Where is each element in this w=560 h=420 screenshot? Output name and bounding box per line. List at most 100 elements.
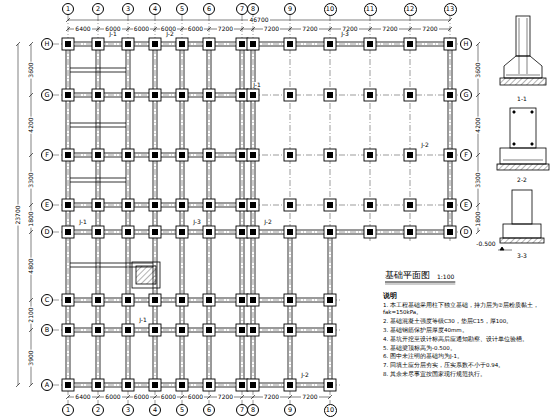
column-section — [407, 41, 413, 47]
foundation-beam — [130, 211, 131, 226]
foundation-beam — [74, 234, 92, 235]
foundation-beam — [157, 238, 158, 294]
axis-bubble: 9 — [284, 3, 296, 15]
footing-pad — [444, 89, 456, 101]
section-2-2 — [497, 108, 549, 170]
column-section — [327, 92, 333, 98]
foundation-beam — [211, 306, 212, 324]
foundation-beam — [157, 336, 158, 379]
foundation-beam — [215, 302, 236, 303]
dimension-tick — [476, 153, 480, 157]
column-section — [95, 229, 101, 235]
foundation-beam — [255, 101, 256, 149]
dimension-tick — [29, 298, 33, 302]
axis-bubble: 10 — [324, 3, 337, 16]
axis-bubble: 9 — [284, 404, 296, 416]
foundation-beam — [70, 127, 126, 128]
dimension-tick — [448, 27, 452, 31]
axis-bubble: G — [41, 89, 53, 101]
column-section — [367, 229, 373, 235]
foundation-beam — [126, 238, 127, 294]
foundation-beam — [104, 153, 122, 154]
axis-number: 10 — [326, 6, 334, 13]
foundation-beam — [96, 211, 97, 226]
note-line: 6. 图中未注明的基础均为J-1。 — [383, 353, 555, 360]
foundation-beam — [376, 234, 404, 235]
foundation-beam — [188, 234, 203, 235]
column-section — [287, 382, 293, 388]
foundation-beam — [211, 101, 212, 149]
foundation-beam — [184, 211, 185, 226]
footing-tag: J-2 — [420, 142, 430, 148]
axis-number: 5 — [180, 6, 184, 13]
footing-pad — [122, 324, 134, 336]
foundation-beam — [180, 306, 181, 324]
footing-pad — [149, 149, 161, 161]
column-section — [327, 152, 333, 158]
column-section — [95, 202, 101, 208]
foundation-beam — [211, 211, 212, 226]
drawing-title: 基础平面图 — [385, 271, 430, 280]
axis-number: E — [464, 202, 468, 209]
foundation-beam — [96, 238, 97, 294]
column-section — [152, 41, 158, 47]
foundation-beam — [161, 383, 176, 384]
foundation-beam — [215, 383, 236, 384]
footing-pad — [364, 226, 376, 238]
foundation-beam — [134, 153, 149, 154]
dimension-text: 7200 — [421, 26, 438, 32]
axis-bubble: 12 — [404, 3, 417, 16]
column-section — [407, 202, 413, 208]
notes-block: 说明1. 本工程基础采用柱下独立基础，持力层为②层粉质黏土，fak=150kPa… — [383, 292, 555, 378]
column-section — [327, 382, 333, 388]
foundation-beam — [180, 50, 181, 89]
footing-pad — [247, 199, 259, 211]
foundation-beam — [207, 101, 208, 149]
foundation-beam — [100, 211, 101, 226]
column-section — [206, 202, 212, 208]
footing-pad — [324, 294, 336, 306]
axis-number: 6 — [207, 6, 211, 13]
axis-bubble: E — [460, 199, 472, 211]
footing-pad — [203, 38, 215, 50]
foundation-beam — [96, 50, 97, 89]
foundation-beam — [104, 302, 122, 303]
column-section — [152, 327, 158, 333]
foundation-beam — [74, 328, 92, 329]
foundation-beam — [161, 203, 176, 204]
foundation-beam — [70, 50, 71, 89]
axis-number: C — [45, 297, 50, 304]
axis-number: 9 — [288, 6, 292, 13]
column-section — [367, 202, 373, 208]
footing-pad — [324, 324, 336, 336]
foundation-beam — [66, 50, 67, 89]
foundation-beam — [288, 238, 289, 294]
axis-number: 1 — [66, 6, 70, 13]
footing-pad — [247, 379, 259, 391]
foundation-beam — [259, 387, 284, 388]
dimension-text: 6000 — [104, 394, 121, 400]
section-3-3 — [498, 190, 544, 250]
column-section — [95, 41, 101, 47]
column-section — [287, 297, 293, 303]
foundation-beam — [240, 161, 241, 199]
footing-pad — [364, 199, 376, 211]
column-section — [287, 92, 293, 98]
axis-bubble: 1 — [62, 404, 74, 416]
pit-outline — [132, 262, 160, 288]
column-section — [152, 229, 158, 235]
foundation-beam — [452, 50, 453, 89]
foundation-beam — [244, 211, 245, 226]
footing-pad — [176, 89, 188, 101]
foundation-beam — [188, 332, 203, 333]
foundation-beam — [240, 50, 241, 89]
beam-section — [510, 108, 536, 148]
dimension-text: 3300 — [475, 171, 481, 188]
footing-pad — [122, 379, 134, 391]
dimension-tick — [476, 93, 480, 97]
footing-pad — [284, 379, 296, 391]
footing-pad — [364, 38, 376, 50]
foundation-beam — [296, 46, 324, 47]
dimension-text: 7200 — [301, 26, 318, 32]
foundation-beam — [240, 238, 241, 294]
